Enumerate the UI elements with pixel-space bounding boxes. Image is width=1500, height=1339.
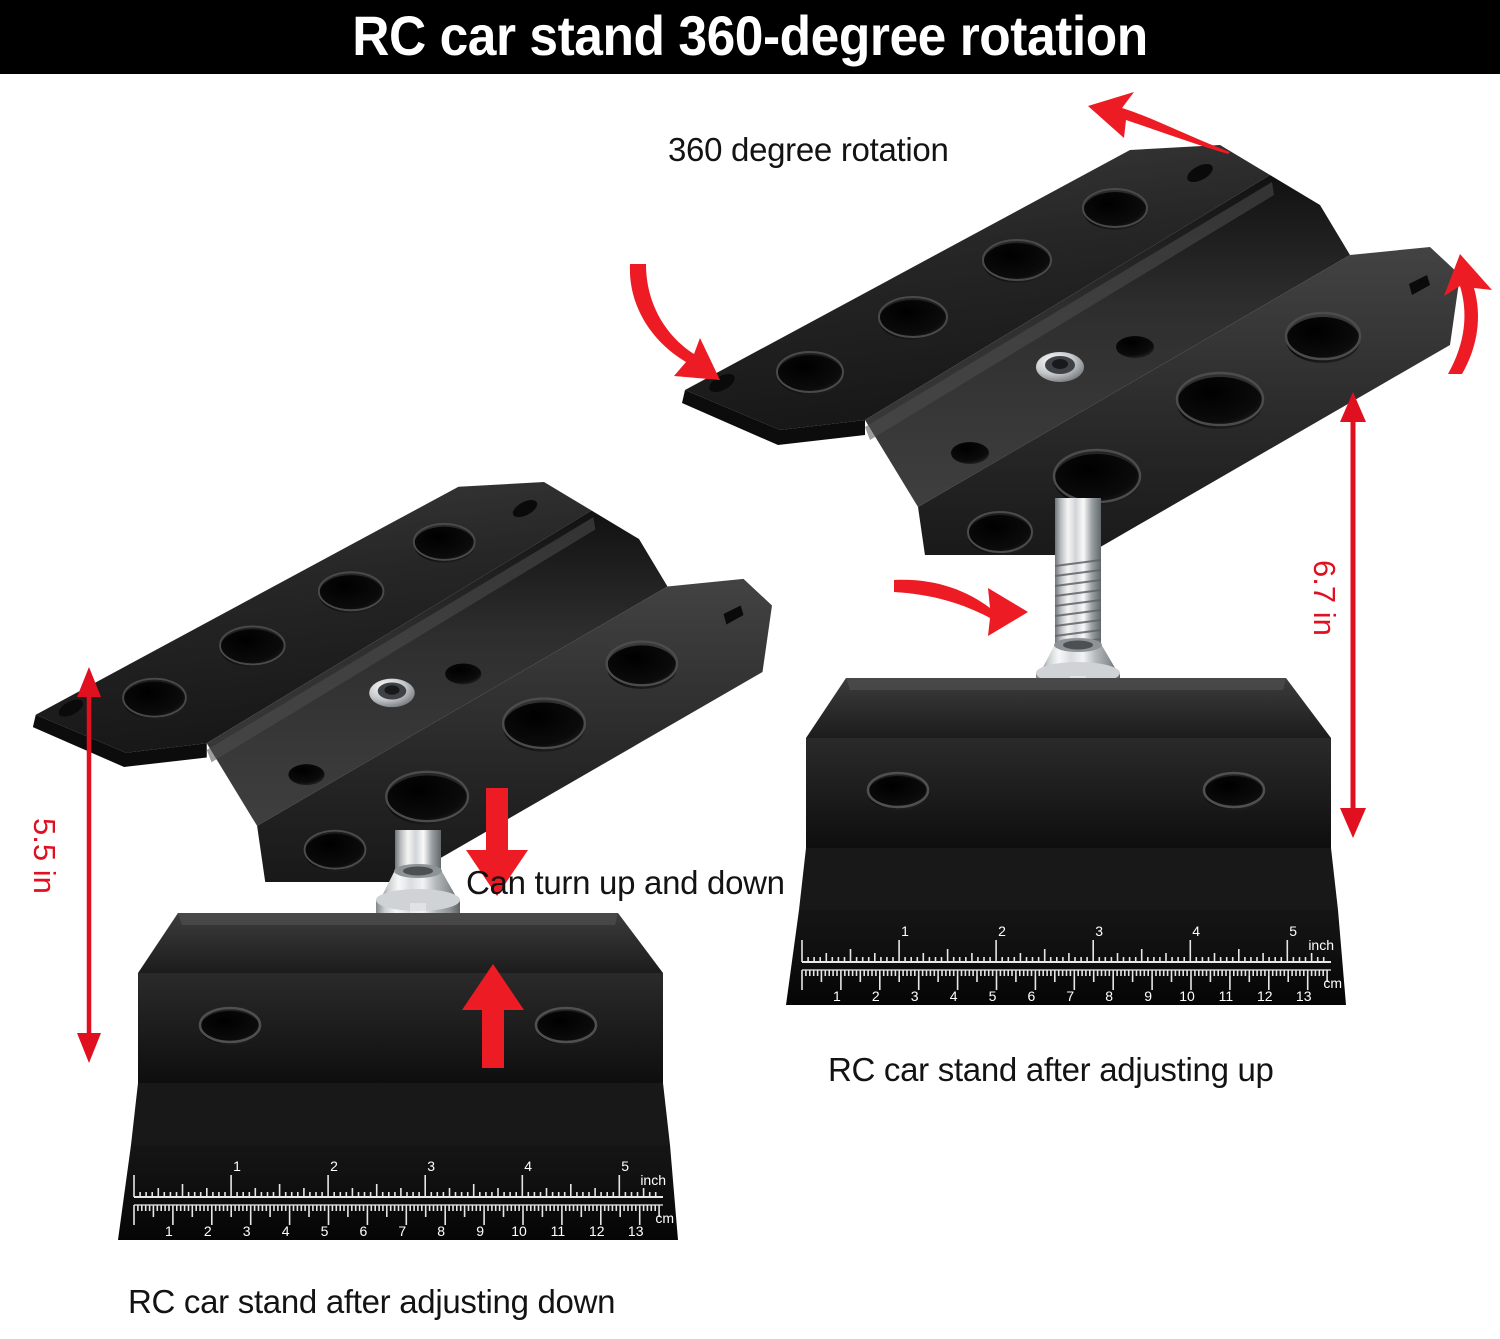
svg-text:6: 6 [1028, 988, 1036, 1004]
svg-text:11: 11 [551, 1223, 566, 1239]
svg-text:12: 12 [1257, 988, 1273, 1004]
svg-text:11: 11 [1219, 988, 1234, 1004]
svg-text:5: 5 [989, 988, 997, 1004]
svg-text:1: 1 [901, 923, 909, 939]
svg-text:8: 8 [1105, 988, 1113, 1004]
svg-text:3: 3 [427, 1158, 435, 1174]
svg-text:7: 7 [398, 1223, 406, 1239]
svg-text:cm: cm [1323, 975, 1342, 991]
curved-arrow-down-right-icon [629, 264, 720, 380]
svg-text:5: 5 [621, 1158, 629, 1174]
header-banner: RC car stand 360-degree rotation [0, 0, 1500, 74]
straight-arrow-up-icon [462, 964, 524, 1068]
svg-text:10: 10 [511, 1223, 527, 1239]
curved-arrow-right-icon [894, 579, 1028, 636]
svg-text:1: 1 [233, 1158, 241, 1174]
svg-text:10: 10 [1179, 988, 1195, 1004]
curved-arrow-up-icon [1444, 254, 1492, 374]
svg-text:inch: inch [640, 1172, 666, 1188]
svg-text:4: 4 [1192, 923, 1200, 939]
svg-text:4: 4 [282, 1223, 290, 1239]
svg-text:2: 2 [330, 1158, 338, 1174]
svg-text:3: 3 [1095, 923, 1103, 939]
svg-text:13: 13 [628, 1223, 644, 1239]
svg-text:1: 1 [165, 1223, 173, 1239]
svg-text:8: 8 [437, 1223, 445, 1239]
top-plate-extended[interactable] [660, 135, 1460, 555]
page-title: RC car stand 360-degree rotation [352, 4, 1148, 67]
svg-text:9: 9 [1144, 988, 1152, 1004]
svg-text:3: 3 [243, 1223, 251, 1239]
height-collapsed-label: 5.5 in [27, 818, 62, 894]
svg-text:4: 4 [950, 988, 958, 1004]
turn-annotation-label: Can turn up and down [466, 864, 785, 901]
svg-text:2: 2 [998, 923, 1006, 939]
svg-text:4: 4 [524, 1158, 532, 1174]
rotation-annotation-label: 360 degree rotation [668, 131, 949, 168]
svg-text:7: 7 [1066, 988, 1074, 1004]
svg-text:2: 2 [872, 988, 880, 1004]
svg-text:13: 13 [1296, 988, 1312, 1004]
svg-text:3: 3 [911, 988, 919, 1004]
svg-text:cm: cm [655, 1210, 674, 1226]
svg-text:5: 5 [1289, 923, 1297, 939]
svg-text:inch: inch [1308, 937, 1334, 953]
svg-text:1: 1 [833, 988, 841, 1004]
adjustable-shaft-extended[interactable] [1000, 498, 1160, 858]
svg-text:2: 2 [204, 1223, 212, 1239]
svg-text:12: 12 [589, 1223, 605, 1239]
caption-collapsed: RC car stand after adjusting down [128, 1283, 616, 1320]
top-plate-collapsed[interactable] [12, 462, 772, 882]
height-extended-label: 6.7 in [1307, 560, 1342, 636]
svg-text:6: 6 [360, 1223, 368, 1239]
curved-arrow-left-icon [1088, 92, 1230, 154]
double-headed-arrow-icon [77, 667, 101, 1063]
caption-extended: RC car stand after adjusting up [828, 1051, 1274, 1088]
svg-text:9: 9 [476, 1223, 484, 1239]
svg-text:5: 5 [321, 1223, 329, 1239]
